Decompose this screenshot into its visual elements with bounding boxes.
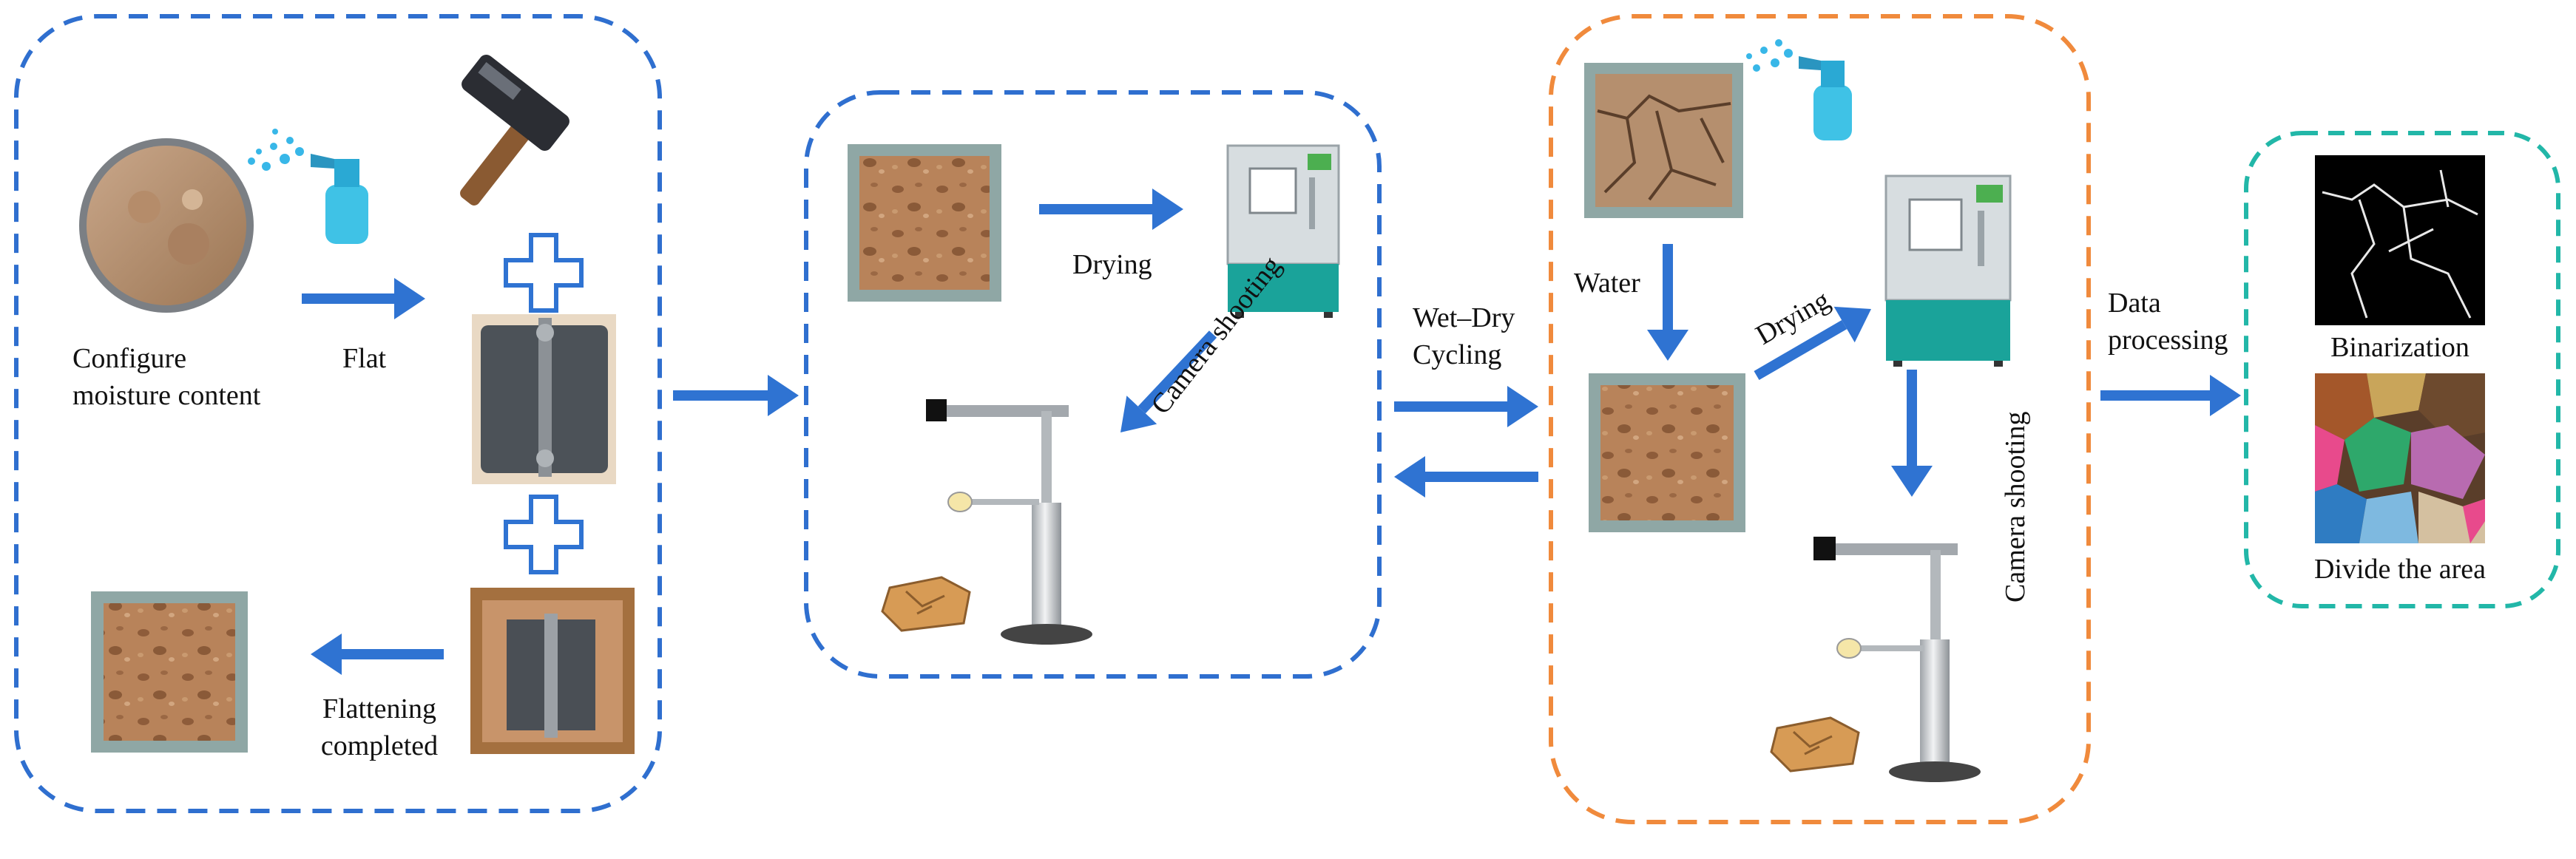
soil-tray-icon xyxy=(91,591,248,753)
plus-icon xyxy=(504,233,584,313)
arrow-configure-to-flat xyxy=(302,278,425,319)
binary-crack-image-icon xyxy=(2315,155,2485,325)
spray-bottle-icon xyxy=(248,129,368,244)
arrow-stage3-to-stage4 xyxy=(2100,375,2241,416)
flattening-label: Flattening completed xyxy=(320,693,439,761)
plus-icon xyxy=(504,495,584,574)
arrow-tray-to-chamber xyxy=(1039,189,1183,230)
stage4-box xyxy=(2244,131,2560,608)
soil-tray-icon xyxy=(848,144,1001,302)
water-label: Water xyxy=(1574,268,1640,299)
arrow-chamber-to-camera xyxy=(1120,330,1217,432)
compactor-plate-icon xyxy=(472,314,616,484)
arrow-tray-to-chamber-stage3 xyxy=(1754,306,1871,381)
drying-chamber-icon xyxy=(1226,144,1340,318)
flow-arrows xyxy=(302,189,2241,675)
segmented-area-image-icon xyxy=(2315,373,2485,543)
arrow-water-down xyxy=(1647,244,1688,361)
camera-shooting-label-stage3: Camera shooting xyxy=(2000,411,2031,602)
compacted-soil-icon xyxy=(470,588,635,754)
hammer-icon xyxy=(460,55,569,206)
cracked-soil-tray-icon xyxy=(1584,63,1743,218)
flat-label: Flat xyxy=(342,343,387,374)
spray-bottle-icon xyxy=(1746,39,1852,140)
configure-label: Configure moisture content xyxy=(72,343,261,411)
drying-chamber-icon xyxy=(1884,174,2012,367)
arrow-flattening-to-tray xyxy=(311,634,444,675)
camera-stand-icon xyxy=(926,399,1092,645)
soil-chunk-icon xyxy=(881,576,971,632)
camera-stand-icon xyxy=(1813,537,1981,782)
wet-dry-cycling-label: Wet–Dry Cycling xyxy=(1413,302,1515,370)
arrow-chamber-to-camera-stage3 xyxy=(1891,370,1933,497)
arrow-cycle-forward xyxy=(1394,386,1538,427)
arrow-stage1-to-stage2 xyxy=(673,375,799,416)
stage2-box xyxy=(804,90,1382,679)
arrow-cycle-back xyxy=(1394,456,1538,498)
soil-chunk-icon xyxy=(1770,716,1860,773)
binarization-label: Binarization xyxy=(2330,332,2469,363)
stage3-box xyxy=(1549,14,2091,824)
divide-area-label: Divide the area xyxy=(2313,554,2487,585)
soil-tray-icon xyxy=(1589,373,1745,532)
drying-label-stage2: Drying xyxy=(1072,249,1152,280)
data-processing-label: Data processing xyxy=(2108,288,2228,356)
soil-bowl-icon xyxy=(79,138,254,313)
